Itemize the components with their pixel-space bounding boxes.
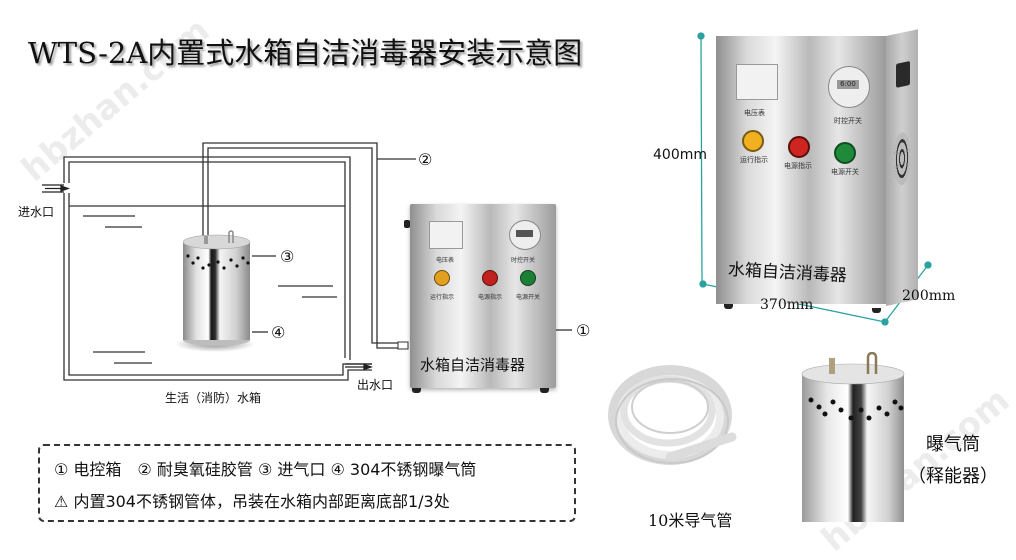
legend-items: ① 电控箱 ② 耐臭氧硅胶管 ③ 进气口 ④ 304不锈钢曝气筒 [54, 460, 477, 479]
height-dimension: 400mm [653, 147, 707, 163]
callout-1: ① [576, 321, 591, 340]
aeration-cylinder-diagram [175, 230, 255, 352]
lamp-label-run: 运行指示 [740, 156, 768, 164]
box-foot [872, 308, 881, 313]
callout-2: ② [418, 150, 433, 169]
callout-3: ③ [280, 247, 295, 266]
run-indicator-lamp [742, 130, 764, 152]
meter-label: 电压表 [436, 257, 455, 264]
cylinder-label-line2: （释能器） [908, 466, 998, 487]
hose-label: 10米导气管 [648, 511, 733, 530]
legend-box: ① 电控箱 ② 耐臭氧硅胶管 ③ 进气口 ④ 304不锈钢曝气筒 ⚠ 内置304… [38, 444, 576, 522]
width-dimension: 370mm [760, 297, 814, 313]
product-side-panel [886, 29, 918, 307]
warning-icon: ⚠ [54, 492, 69, 511]
power-indicator-lamp [788, 136, 810, 158]
box-foot [412, 388, 421, 393]
voltmeter-icon [429, 221, 463, 249]
warning-text: 内置304不锈钢管体，吊装在水箱内部距离底部1/3处 [73, 492, 450, 511]
lamp-label-switch: 电源开关 [516, 294, 541, 301]
legend-warning: ⚠ 内置304不锈钢管体，吊装在水箱内部距离底部1/3处 [54, 488, 450, 512]
outlet-label: 出水口 [357, 378, 394, 392]
timer-switch-icon: 6:00 [828, 66, 870, 108]
meter-label: 电压表 [744, 109, 765, 117]
handle-icon [896, 60, 910, 88]
lamp-label-power: 电源指示 [784, 162, 812, 170]
timer-switch-icon [509, 220, 541, 250]
lamp-label-power: 电源指示 [478, 294, 503, 301]
voltmeter-icon [736, 64, 778, 100]
box-foot [724, 304, 733, 309]
aeration-cylinder-photo [801, 352, 905, 522]
lamp-label-switch: 电源开关 [831, 168, 859, 176]
depth-dimension: 200mm [902, 288, 956, 304]
power-switch-lamp [520, 270, 536, 286]
power-switch-lamp [834, 142, 856, 164]
product-name: 水箱自洁消毒器 [727, 259, 848, 287]
callout-4: ④ [271, 323, 286, 342]
inlet-label: 进水口 [18, 205, 55, 219]
power-indicator-lamp [482, 270, 498, 286]
fan-grille-icon [894, 130, 910, 187]
tank-label: 生活（消防）水箱 [165, 391, 262, 405]
timer-label: 时控开关 [834, 117, 862, 125]
box-foot [540, 388, 549, 393]
control-box-name: 水箱自洁消毒器 [420, 356, 526, 374]
page-title: WTS-2A内置式水箱自洁消毒器安装示意图 [28, 36, 583, 70]
timer-label: 时控开关 [511, 257, 536, 264]
lamp-label-run: 运行指示 [430, 294, 455, 301]
run-indicator-lamp [434, 270, 450, 286]
silicone-hose-icon [608, 365, 737, 465]
pipe-connector-icon [404, 220, 410, 228]
cylinder-label-line1: 曝气筒 [926, 434, 980, 455]
product-photo: 电压表 6:00 时控开关 运行指示 电源指示 电源开关 水箱自洁消毒器 [716, 36, 886, 313]
control-box-diagram: 电压表 时控开关 运行指示 电源指示 电源开关 水箱自洁消毒器 [404, 204, 556, 393]
timer-display: 6:00 [837, 80, 859, 89]
